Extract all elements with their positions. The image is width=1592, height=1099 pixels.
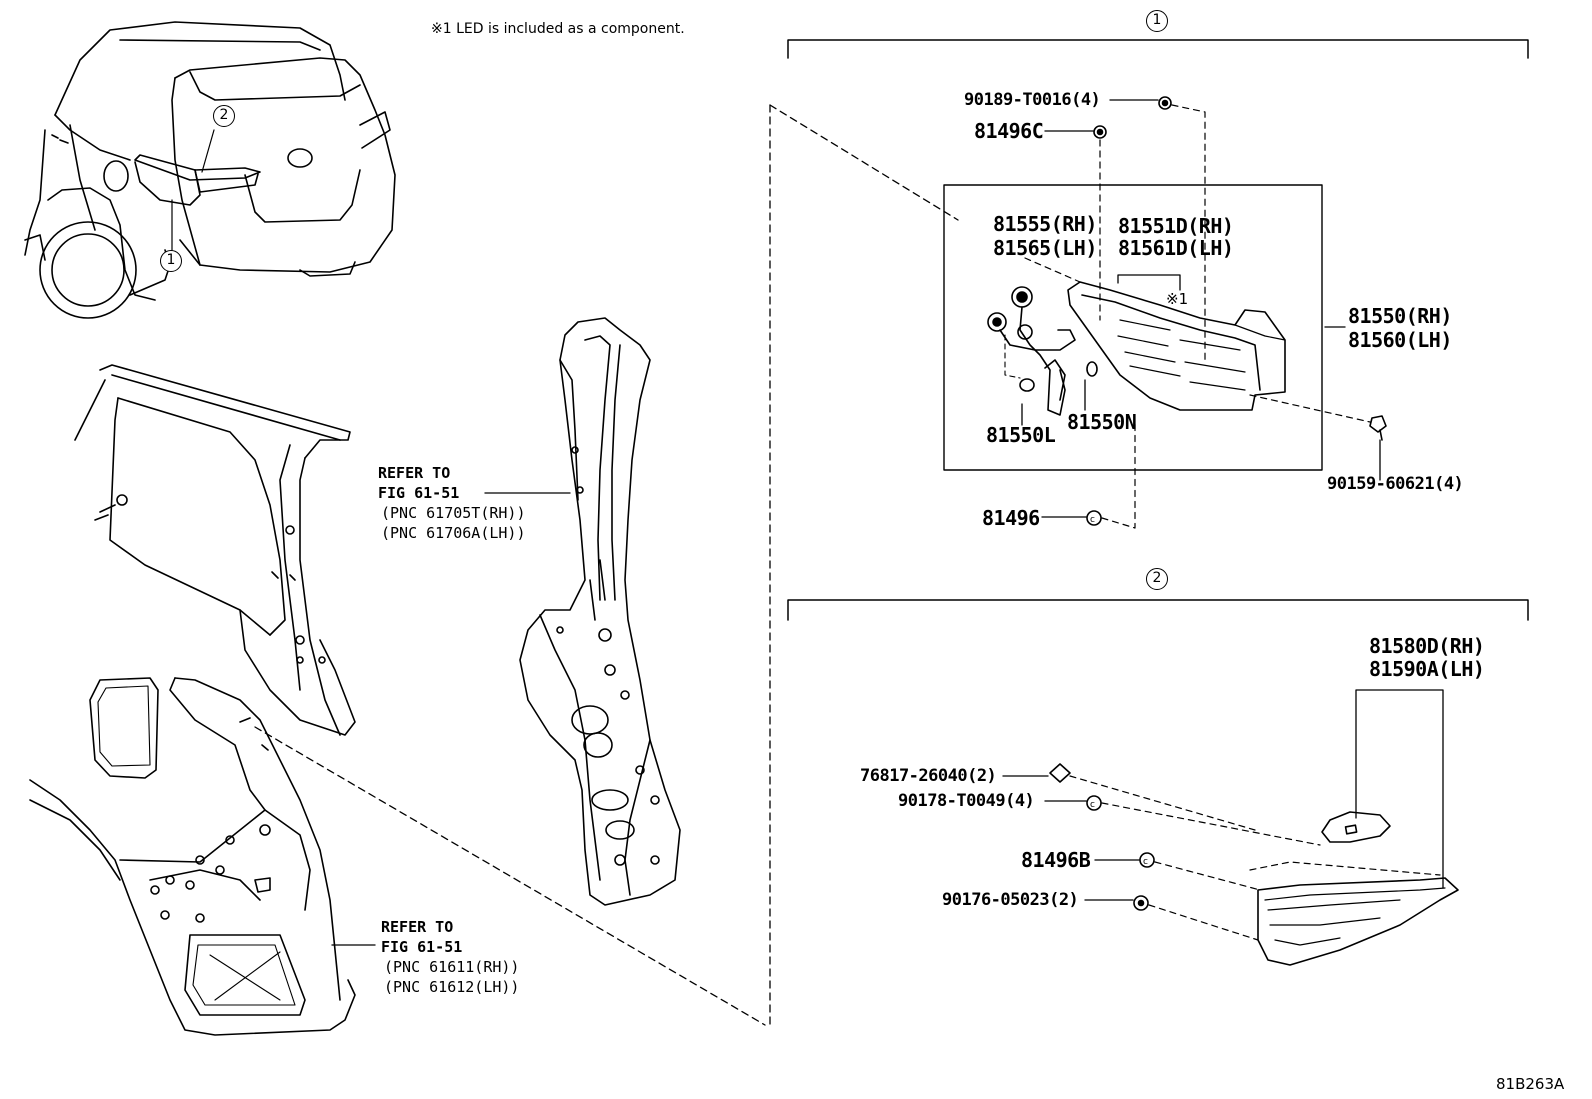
group1-fasteners: c xyxy=(1086,96,1387,526)
group1-bracket xyxy=(787,39,1529,59)
part-81496C: 81496C xyxy=(974,119,1044,143)
svg-text:c: c xyxy=(1143,857,1148,867)
led-note-marker: ※1 xyxy=(1166,290,1189,308)
drawing-code: 81B263A xyxy=(1496,1075,1565,1093)
group2-dashed-leaders xyxy=(1069,775,1321,941)
part-90176-05023: 90176-05023(2) xyxy=(942,890,1079,910)
group1-lamp-box xyxy=(943,184,1323,471)
refer-lower-line1: REFER TO xyxy=(381,918,454,936)
refer-leaders xyxy=(331,492,571,946)
part-81550-rh: 81550(RH) xyxy=(1348,304,1452,328)
part-81590A-lh: 81590A(LH) xyxy=(1369,657,1485,681)
tail-lamp-assembly-1 xyxy=(987,281,1286,416)
left-dashed-leaders xyxy=(254,104,959,1026)
group2-fasteners: c c xyxy=(1049,763,1155,911)
callout-group-2: 2 xyxy=(1146,568,1168,590)
part-81555-rh: 81555(RH) xyxy=(993,212,1097,236)
part-90189-T0016: 90189-T0016(4) xyxy=(964,90,1101,110)
part-90159-60621: 90159-60621(4) xyxy=(1327,474,1464,494)
group2-solid-leaders xyxy=(1002,689,1444,901)
part-81551D-rh: 81551D(RH) xyxy=(1118,214,1234,238)
part-81580D-rh: 81580D(RH) xyxy=(1369,634,1485,658)
part-81550N: 81550N xyxy=(1067,410,1137,434)
refer-lower-pnc-lh: (PNC 61612(LH)) xyxy=(384,978,520,996)
led-component-note: ※1 LED is included as a component. xyxy=(431,21,685,37)
quarter-panel-illustration xyxy=(74,364,356,736)
refer-upper-line1: REFER TO xyxy=(378,464,451,482)
part-81550L: 81550L xyxy=(986,423,1056,447)
part-81496B: 81496B xyxy=(1021,848,1091,872)
svg-text:c: c xyxy=(1090,515,1095,525)
part-81561D-lh: 81561D(LH) xyxy=(1118,236,1234,260)
group1-dashed-leaders xyxy=(1024,104,1371,529)
car-callout-1: 1 xyxy=(160,250,182,272)
part-76817-26040: 76817-26040(2) xyxy=(860,766,997,786)
part-81560-lh: 81560(LH) xyxy=(1348,328,1452,352)
callout-group-1: 1 xyxy=(1146,10,1168,32)
car-rear-illustration xyxy=(24,21,396,319)
refer-lower-line2: FIG 61-51 xyxy=(381,938,463,956)
tail-lamp-assembly-2 xyxy=(1249,811,1459,966)
car-callout-2: 2 xyxy=(213,105,235,127)
refer-upper-line2: FIG 61-51 xyxy=(378,484,460,502)
pillar-illustration xyxy=(519,317,681,906)
part-81496: 81496 xyxy=(982,506,1040,530)
group1-solid-leaders xyxy=(1021,99,1381,518)
refer-upper-pnc-lh: (PNC 61706A(LH)) xyxy=(381,524,526,542)
part-81565-lh: 81565(LH) xyxy=(993,236,1097,260)
refer-lower-pnc-rh: (PNC 61611(RH)) xyxy=(384,958,520,976)
refer-upper-pnc-rh: (PNC 61705T(RH)) xyxy=(381,504,526,522)
svg-text:c: c xyxy=(1090,800,1095,810)
inner-quarter-panel-illustration xyxy=(29,677,356,1036)
group2-bracket xyxy=(787,599,1529,621)
part-90178-T0049: 90178-T0049(4) xyxy=(898,791,1035,811)
